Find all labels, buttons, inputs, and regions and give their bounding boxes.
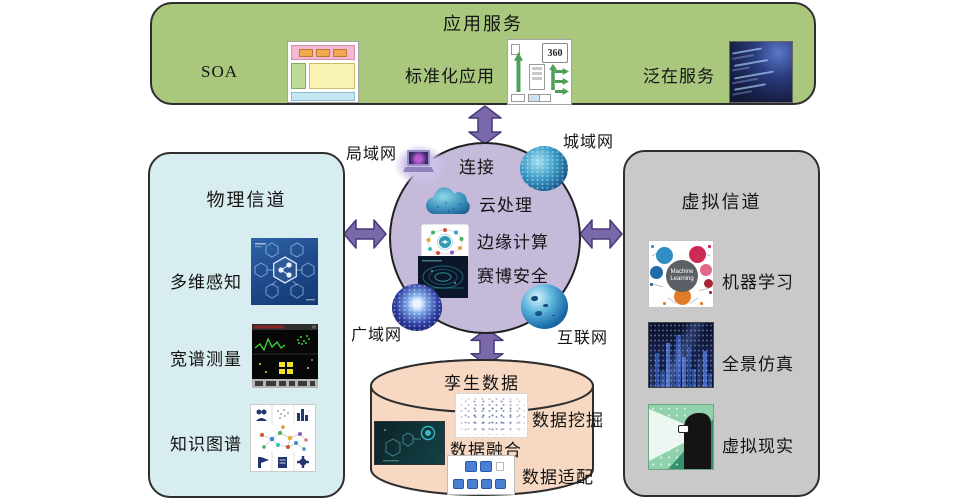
ml-node-pink [700,264,712,276]
network-wan-label: 广域网 [351,327,403,344]
scatter-plot-thumbnail [455,393,528,438]
network-man-label: 城域网 [563,134,615,151]
flowchart-up-arrow [549,64,557,90]
cloud-icon [425,187,470,215]
network-internet-label: 互联网 [557,330,609,347]
app-item-stdapp-label: 标准化应用 [405,67,495,86]
app-item-soa-label: SOA [201,62,239,81]
soa-bottom-band [291,92,355,101]
soa-top-band [291,45,355,60]
network-sphere-icon [520,146,568,191]
app-services-title: 应用服务 [443,14,523,34]
physical-channel-title: 物理信道 [206,190,287,210]
flowchart-up-arrow [514,52,523,92]
glowing-bulb-sphere-icon [392,284,442,331]
city-skyline-thumbnail [648,322,714,388]
code-screen-thumbnail [729,41,793,103]
laptop-screen [407,150,430,166]
right-double-arrow [579,219,623,249]
data-adapter-thumbnail [447,455,515,495]
globe-continents [531,296,538,301]
flowchart-right-arrow [555,88,569,95]
vr-goggles [678,425,689,433]
machine-learning-mindmap-thumbnail: Machine Learning [648,240,714,308]
twin-item-mining-label: 数据挖掘 [532,411,604,430]
core-cyber-label: 赛博安全 [477,267,549,286]
physical-item-sensing-label: 多维感知 [170,273,242,292]
knowledge-graph-thumbnail [250,404,316,472]
flowchart-box [529,64,545,90]
globe-icon [521,284,568,329]
flowchart-box [511,94,525,102]
standardized-app-flowchart-thumbnail: 360 [507,39,572,105]
virtual-item-vr-label: 虚拟现实 [722,437,794,456]
soa-architecture-thumbnail [287,41,359,103]
network-lan-label: 局域网 [346,146,398,163]
physical-item-knowledge-label: 知识图谱 [170,435,242,454]
edge-computing-ring-icon [421,224,469,260]
top-double-arrow [468,105,502,145]
flowchart-360-badge: 360 [542,43,568,63]
vr-silhouette-thumbnail [648,404,714,470]
ml-center-node: Machine Learning [666,260,698,292]
ml-node-orange [674,288,691,305]
ml-node-red [689,246,706,263]
physical-item-spectrum-label: 宽谱测量 [170,350,242,369]
flowchart-box [511,44,520,55]
ml-node-blue2 [650,266,663,279]
app-item-ubiq-label: 泛在服务 [643,67,715,86]
twin-item-adapter-label: 数据适配 [522,468,594,487]
flowchart-right-arrow [555,68,569,75]
core-cloud-label: 云处理 [479,196,533,215]
ml-node-blue [656,247,673,264]
virtual-item-sim-label: 全景仿真 [722,355,794,374]
left-double-arrow [343,219,387,249]
core-edge-label: 边缘计算 [477,233,549,252]
ml-node-darkred [704,279,713,288]
virtual-item-ml-label: 机器学习 [722,273,794,292]
flowchart-box [539,94,551,102]
flowchart-right-arrow [555,78,569,85]
spectrum-analyzer-thumbnail [252,324,318,388]
virtual-channel-title: 虚拟信道 [681,192,762,212]
laptop-base [403,167,434,172]
twin-data-title: 孪生数据 [444,374,520,393]
laptop-icon [394,144,446,186]
core-connect-label: 连接 [459,158,495,177]
hexagon-fusion-thumbnail [374,421,445,465]
app-services-box: 应用服务 [150,2,816,105]
vr-head-silhouette [684,413,711,469]
hexagon-sensing-thumbnail [251,238,318,305]
soa-mid-band [291,63,355,89]
